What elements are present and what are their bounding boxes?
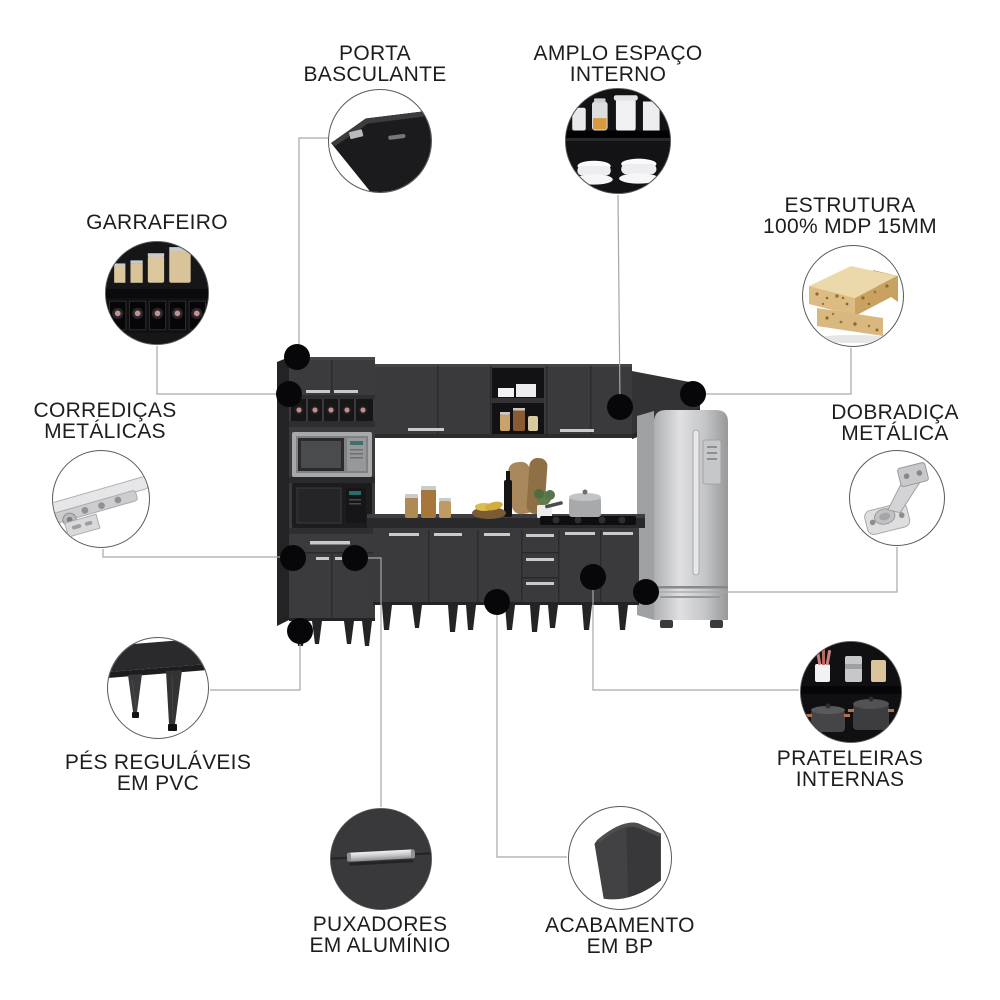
- cooktop-with-pot: [540, 489, 636, 525]
- dot-porta-basculante: [284, 344, 310, 370]
- connector-estrutura: [695, 348, 852, 395]
- metal-drawer-slide-icon: [53, 476, 149, 538]
- connector-acabamento: [496, 604, 567, 858]
- dot-acabamento: [484, 589, 510, 615]
- puxadores-aluminio-circle: [330, 808, 432, 910]
- dot-estrutura: [680, 381, 706, 407]
- label-estrutura-mdp: ESTRUTURA 100% MDP 15MM: [763, 194, 937, 238]
- drawer-stack: [521, 534, 559, 585]
- mdp-board-icon: [809, 266, 898, 343]
- wine-bottle-rack: [291, 399, 373, 421]
- label-prateleiras-internas: PRATELEIRAS INTERNAS: [776, 747, 924, 791]
- label-pes-regulaveis-pvc: PÉS REGULÁVEIS EM PVC: [64, 751, 252, 795]
- dobradica-metalica-circle: [849, 450, 945, 546]
- dot-dobradica: [633, 579, 659, 605]
- tall-cabinet: [277, 357, 375, 646]
- label-acabamento-bp: ACABAMENTO EM BP: [545, 914, 695, 958]
- dot-corredicas: [280, 545, 306, 571]
- internal-shelves-icon: [801, 642, 901, 742]
- open-shelf-dishes-icon: [566, 89, 670, 193]
- porta-basculante-circle: [328, 89, 432, 193]
- dot-pes: [287, 618, 313, 644]
- black-oven: [292, 483, 372, 528]
- connector-garrafeiro: [156, 346, 288, 395]
- connector-corredicas: [102, 549, 291, 558]
- tilting-door-icon: [331, 110, 431, 192]
- pes-regulaveis-pvc-circle: [107, 637, 209, 739]
- aluminum-handle-icon: [331, 809, 431, 909]
- label-porta-basculante: PORTA BASCULANTE: [303, 42, 447, 86]
- metal-hinge-icon: [864, 462, 929, 535]
- adjustable-feet-icon: [108, 638, 208, 731]
- label-puxadores-aluminio: PUXADORES EM ALUMÍNIO: [309, 913, 451, 957]
- dot-garrafeiro: [276, 381, 302, 407]
- estrutura-mdp-circle: [802, 245, 904, 347]
- base-cabinets: [373, 528, 639, 632]
- kitchen-group: [277, 357, 728, 646]
- callout-dots: [276, 344, 706, 644]
- corredicas-metalicas-circle: [52, 450, 150, 548]
- dot-puxadores: [342, 545, 368, 571]
- amplo-espaco-interno-circle: [565, 88, 671, 194]
- bp-finish-icon: [594, 822, 661, 900]
- garrafeiro-circle: [105, 241, 209, 345]
- label-dobradica-metalica: DOBRADIÇA METÁLICA: [831, 401, 959, 445]
- prateleiras-internas-circle: [800, 641, 902, 743]
- acabamento-bp-circle: [568, 806, 672, 910]
- open-shelf-with-dishes: [492, 368, 544, 434]
- dot-prateleiras: [580, 564, 606, 590]
- bottle-rack-icon: [106, 242, 208, 344]
- label-amplo-espaco-interno: AMPLO ESPAÇO INTERNO: [533, 42, 703, 86]
- connector-dobradica: [648, 547, 898, 593]
- wall-cabinets: [375, 364, 632, 438]
- dot-amplo-espaco: [607, 394, 633, 420]
- label-garrafeiro: GARRAFEIRO: [86, 211, 228, 234]
- connector-prateleiras: [592, 578, 799, 691]
- refrigerator: [637, 410, 728, 628]
- connector-amplo-espaco: [617, 194, 621, 406]
- counter-items: [405, 457, 555, 519]
- connector-porta-basculante: [298, 137, 330, 356]
- label-corredicas-metalicas: CORREDIÇAS METÁLICAS: [33, 399, 177, 443]
- stainless-microwave: [292, 432, 372, 477]
- connector-pes: [210, 632, 301, 691]
